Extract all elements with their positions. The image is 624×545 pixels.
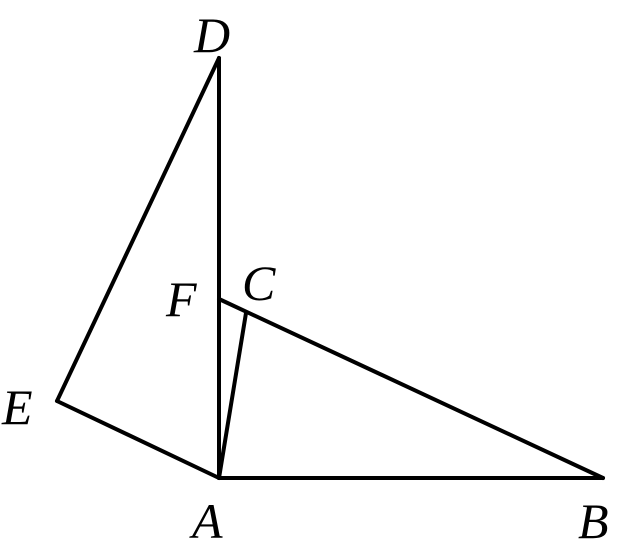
segments xyxy=(55,56,605,480)
label-E: E xyxy=(1,379,33,435)
label-D: D xyxy=(193,7,230,63)
label-C: C xyxy=(242,255,276,311)
segment-DE xyxy=(55,56,221,403)
segment-EA xyxy=(55,399,221,480)
label-A: A xyxy=(189,493,223,545)
label-F: F xyxy=(165,271,197,327)
label-B: B xyxy=(578,493,609,545)
segment-AC xyxy=(217,311,248,480)
segment-BF xyxy=(217,297,605,480)
